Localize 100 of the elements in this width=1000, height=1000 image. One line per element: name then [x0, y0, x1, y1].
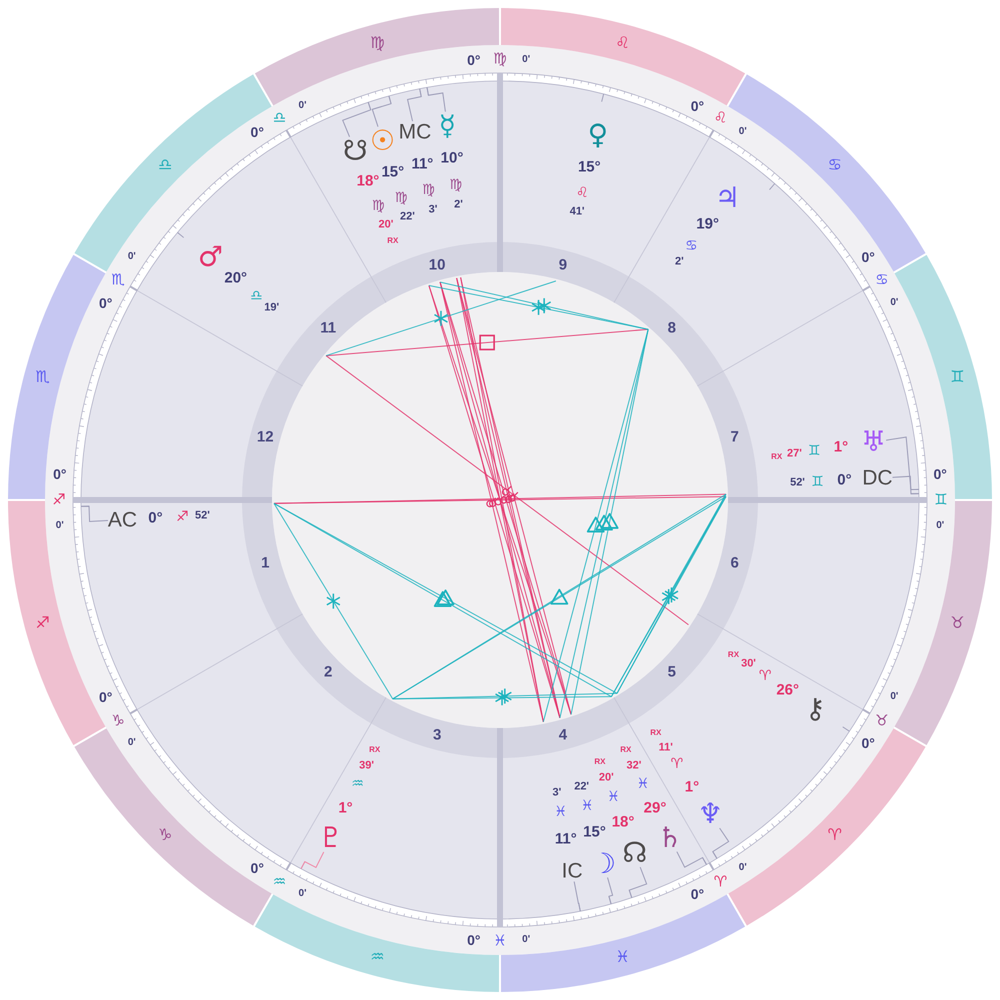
house-number: 9: [558, 258, 568, 273]
minute-label: 30': [741, 658, 756, 670]
leader-line: [300, 851, 324, 870]
degree-label: 19°: [696, 216, 719, 232]
planet-symbol: ♂: [198, 243, 223, 272]
degree-label: 29°: [644, 800, 666, 816]
planet-symbol: ♃: [714, 184, 740, 212]
minute-label: 3': [552, 787, 562, 798]
degree-label: 20°: [224, 270, 248, 286]
degree-label: 26°: [776, 682, 800, 698]
minute-label: 20': [598, 772, 614, 784]
house-number: 2: [324, 664, 332, 680]
planet-symbol: ♅: [861, 428, 886, 456]
retrograde-label: RX: [620, 746, 632, 754]
leader-line: [628, 866, 648, 898]
retrograde-label: RX: [387, 237, 398, 246]
minute-label: 0': [890, 692, 898, 702]
zodiac-sign: ♐: [35, 614, 50, 631]
minute-label: 52': [194, 510, 210, 522]
minute-label: 52': [790, 477, 805, 488]
leader-line: [574, 881, 581, 912]
degree-label: 0°: [690, 887, 704, 902]
zodiac-sign: ♊: [934, 492, 948, 508]
minute-label: 3': [428, 204, 438, 216]
zodiac-sign: ♌: [576, 186, 589, 200]
house-number: 7: [730, 430, 739, 445]
degree-label: 15°: [578, 159, 601, 174]
minute-label: 0': [738, 863, 747, 874]
angle-label: IC: [562, 860, 583, 882]
minute-label: 22': [400, 211, 415, 222]
degree-label: 1°: [834, 440, 848, 455]
degree-label: 18°: [612, 814, 634, 830]
zodiac-sign: ♈: [714, 874, 728, 890]
degree-label: 0°: [250, 861, 264, 876]
minute-label: 0': [128, 738, 136, 748]
house-number: 6: [730, 555, 739, 570]
zodiac-sign: ♊: [950, 369, 965, 386]
leader-line: [426, 86, 446, 112]
angle-label: MC: [398, 121, 432, 142]
minute-label: 32': [626, 760, 642, 772]
planet-symbol: ☽: [591, 850, 616, 878]
zodiac-sign: ♏: [35, 369, 50, 386]
degree-label: 0°: [690, 98, 704, 113]
degree-label: 15°: [583, 824, 606, 840]
zodiac-sign: ♉: [950, 614, 965, 631]
degree-label: 10°: [440, 150, 464, 166]
minute-label: 27': [787, 448, 802, 460]
planet-symbol: ⚷: [804, 694, 826, 723]
zodiac-sign: ♈: [670, 757, 684, 772]
minute-label: 0': [936, 521, 944, 532]
zodiac-sign: ♏: [111, 272, 125, 287]
zodiac-sign: ♑: [158, 826, 172, 843]
degree-label: 0°: [250, 124, 264, 139]
leader-line: [372, 96, 392, 128]
planet-symbol: ☿: [438, 112, 456, 140]
retrograde-label: RX: [594, 758, 606, 766]
leader-line: [676, 851, 708, 868]
zodiac-sign: ♍: [370, 34, 385, 51]
minute-label: 0': [890, 298, 898, 308]
planet-symbol: ☋: [342, 136, 368, 165]
zodiac-sign: ♓: [607, 790, 620, 804]
zodiac-sign: ♓: [554, 805, 567, 820]
zodiac-sign: ♋: [875, 272, 889, 287]
zodiac-sign: ♐: [176, 510, 189, 524]
zodiac-sign: ♓: [580, 798, 594, 813]
zodiac-sign: ♍: [449, 178, 462, 192]
retrograde-label: RX: [728, 650, 740, 659]
degree-label: 0°: [467, 52, 481, 67]
degree-label: 0°: [98, 296, 112, 310]
zodiac-sign: ♈: [828, 826, 842, 843]
minute-label: 39': [359, 760, 374, 772]
zodiac-sign: ♒: [370, 949, 385, 966]
house-number: 10: [428, 258, 446, 273]
minute-label: 0': [128, 252, 136, 262]
leader-line: [80, 506, 108, 522]
degree-label: 0°: [861, 736, 875, 750]
zodiac-sign: ♎: [158, 157, 172, 174]
house-number: 1: [261, 555, 270, 570]
house-number: 12: [256, 430, 274, 445]
planet-symbol: ☊: [622, 839, 648, 868]
zodiac-sign: ♈: [758, 668, 772, 683]
minute-label: 11': [658, 742, 673, 754]
minute-label: 41': [570, 206, 585, 218]
house-number: 3: [432, 727, 442, 742]
zodiac-sign: ♒: [272, 874, 286, 890]
house-number: 11: [320, 320, 336, 336]
degree-label: 0°: [934, 466, 947, 481]
degree-label: 0°: [467, 933, 481, 948]
zodiac-sign: ♑: [111, 713, 125, 728]
zodiac-sign: ♓: [615, 949, 630, 966]
zodiac-sign: ♒: [351, 777, 364, 792]
minute-label: 19': [264, 302, 280, 314]
zodiac-sign: ♌: [714, 110, 728, 126]
planet-symbol: ☉: [370, 126, 396, 155]
degree-label: 1°: [684, 779, 700, 794]
degree-label: 1°: [338, 800, 353, 816]
minute-label: 0': [738, 126, 747, 137]
degree-label: 0°: [53, 466, 66, 481]
planet-symbol: ♄: [657, 824, 682, 852]
zodiac-sign: ♊: [808, 444, 821, 458]
